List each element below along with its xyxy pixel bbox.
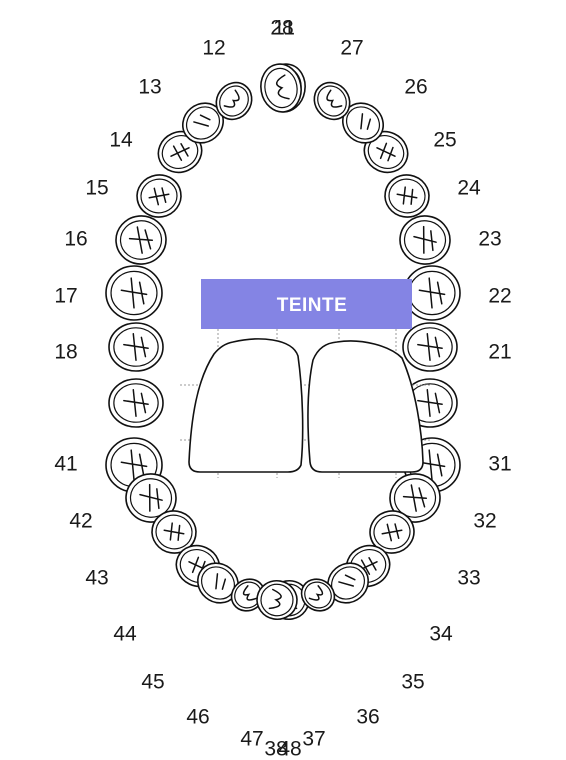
- tooth-17-crown[interactable]: [106, 266, 162, 320]
- tooth-22-crown[interactable]: [404, 266, 460, 320]
- tooth-number-32: 32: [473, 510, 496, 533]
- tooth-41-crown[interactable]: [109, 379, 163, 427]
- tooth-number-41: 41: [54, 453, 77, 476]
- tooth-24-crown[interactable]: [382, 171, 433, 220]
- tooth-15[interactable]: [134, 171, 185, 220]
- teeth-layer: [106, 61, 460, 622]
- tooth-number-47: 47: [240, 728, 263, 751]
- tooth-number-31: 31: [488, 453, 511, 476]
- tooth-41[interactable]: [109, 379, 163, 427]
- tooth-number-37: 37: [302, 728, 325, 751]
- tooth-16[interactable]: [114, 214, 168, 266]
- tooth-21-crown[interactable]: [403, 323, 457, 371]
- tooth-number-13: 13: [138, 76, 161, 99]
- tooth-22[interactable]: [404, 266, 460, 320]
- tooth-number-18: 18: [54, 341, 77, 364]
- tooth-16-crown[interactable]: [114, 214, 168, 266]
- tooth-15-crown[interactable]: [134, 171, 185, 220]
- tooth-number-42: 42: [69, 510, 92, 533]
- tooth-number-26: 26: [404, 76, 427, 99]
- tooth-17[interactable]: [106, 266, 162, 320]
- shade-title: TEINTE: [277, 295, 348, 316]
- tooth-number-34: 34: [429, 623, 453, 646]
- tooth-18-crown[interactable]: [109, 323, 163, 371]
- tooth-number-45: 45: [141, 671, 164, 694]
- tooth-number-35: 35: [401, 671, 424, 694]
- tooth-number-22: 22: [488, 285, 511, 308]
- tooth-21[interactable]: [403, 323, 457, 371]
- tooth-24[interactable]: [382, 171, 433, 220]
- tooth-number-14: 14: [109, 129, 133, 152]
- tooth-number-46: 46: [186, 706, 209, 729]
- tooth-number-24: 24: [457, 177, 481, 200]
- tooth-number-27: 27: [340, 37, 363, 60]
- tooth-number-21: 21: [488, 341, 511, 364]
- tooth-23-crown[interactable]: [398, 214, 452, 266]
- tooth-number-36: 36: [356, 706, 379, 729]
- tooth-number-23: 23: [478, 228, 501, 251]
- tooth-number-16: 16: [64, 228, 87, 251]
- tooth-23[interactable]: [398, 214, 452, 266]
- tooth-number-38: 38: [264, 738, 287, 760]
- tooth-number-25: 25: [433, 129, 456, 152]
- tooth-number-28: 28: [270, 17, 293, 40]
- front-tooth-21-outline[interactable]: [308, 341, 423, 472]
- tooth-18[interactable]: [109, 323, 163, 371]
- tooth-number-44: 44: [113, 623, 137, 646]
- front-tooth-11-outline[interactable]: [189, 339, 303, 472]
- tooth-number-12: 12: [202, 37, 225, 60]
- tooth-number-17: 17: [54, 285, 77, 308]
- tooth-number-15: 15: [85, 177, 108, 200]
- shade-panel: TEINTE: [180, 279, 432, 478]
- tooth-number-43: 43: [85, 567, 108, 590]
- tooth-number-33: 33: [457, 567, 480, 590]
